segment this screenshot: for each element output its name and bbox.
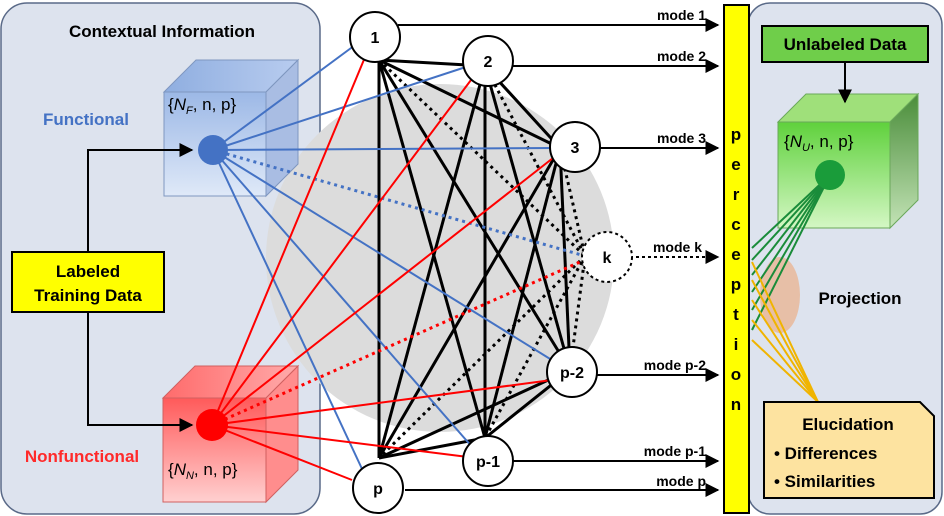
- projection-rays-gold: [751, 261, 819, 403]
- nonfunctional-dot: [196, 409, 228, 441]
- elucidation-title: Elucidation: [802, 415, 894, 434]
- network-edges-dotted: [377, 58, 587, 460]
- perception-letter: i: [734, 335, 739, 354]
- projection-label: Projection: [818, 289, 901, 308]
- node-2-label: 2: [484, 54, 493, 71]
- perception-letter: c: [731, 215, 740, 234]
- node-1: 1: [349, 11, 401, 63]
- mode-p-label: mode p: [656, 473, 706, 489]
- labeled-line-1: Labeled: [56, 262, 120, 281]
- nonfunctional-label: Nonfunctional: [25, 447, 139, 466]
- labeled-training-box: Labeled Training Data: [11, 251, 165, 313]
- perception-letter: n: [731, 395, 741, 414]
- mode-2-label: mode 2: [657, 48, 706, 64]
- mode-labels: mode 1 mode 2 mode 3 mode k mode p-2 mod…: [644, 7, 706, 489]
- perception-letter: p: [731, 275, 741, 294]
- node-p-2-label: p-2: [560, 365, 584, 382]
- node-3: 3: [549, 121, 601, 173]
- node-3-label: 3: [571, 140, 580, 157]
- network-nodes: 1 2 3 k p-2 p-1 p: [349, 11, 633, 514]
- network-edges: [377, 58, 572, 460]
- elucidation-item-2: • Similarities: [774, 472, 875, 491]
- node-p: p: [352, 462, 404, 514]
- node-p-label: p: [373, 481, 383, 498]
- unlabeled-dot: [815, 160, 845, 190]
- mode-arrows: [398, 18, 720, 497]
- labeled-line-2: Training Data: [34, 286, 142, 305]
- perception-letter: p: [731, 125, 741, 144]
- unlabeled-set-label: {NU, n, p}: [784, 132, 854, 154]
- functional-dot: [198, 135, 228, 165]
- functional-label: Functional: [43, 110, 129, 129]
- elucidation-item-1: • Differences: [774, 444, 877, 463]
- labeled-arrows: [87, 143, 194, 432]
- nonfunctional-edges: [211, 49, 581, 481]
- node-k: k: [581, 231, 633, 283]
- node-k-label: k: [603, 250, 612, 267]
- unlabeled-box: Unlabeled Data: [761, 25, 929, 63]
- node-2: 2: [462, 35, 514, 87]
- functional-set-label: {NF, n, p}: [168, 95, 237, 117]
- node-p-1-label: p-1: [476, 454, 500, 471]
- unlabeled-label: Unlabeled Data: [784, 35, 907, 54]
- mode-k-label: mode k: [653, 239, 702, 255]
- perception-letter: t: [733, 305, 739, 324]
- nonfunctional-set-label: {NN, n, p}: [168, 460, 238, 482]
- perception-letter: e: [731, 245, 740, 264]
- perception-letter: o: [731, 365, 741, 384]
- contextual-title: Contextual Information: [69, 22, 255, 41]
- mode-p2-label: mode p-2: [644, 357, 706, 373]
- mode-1-label: mode 1: [657, 7, 706, 23]
- node-p-1: p-1: [462, 435, 514, 487]
- mode-p1-label: mode p-1: [644, 443, 706, 459]
- node-p-2: p-2: [546, 346, 598, 398]
- mode-3-label: mode 3: [657, 130, 706, 146]
- perception-letter: r: [733, 185, 740, 204]
- elucidation-note: Elucidation • Differences • Similarities: [763, 401, 935, 499]
- node-1-label: 1: [371, 30, 380, 47]
- perception-letter: e: [731, 155, 740, 174]
